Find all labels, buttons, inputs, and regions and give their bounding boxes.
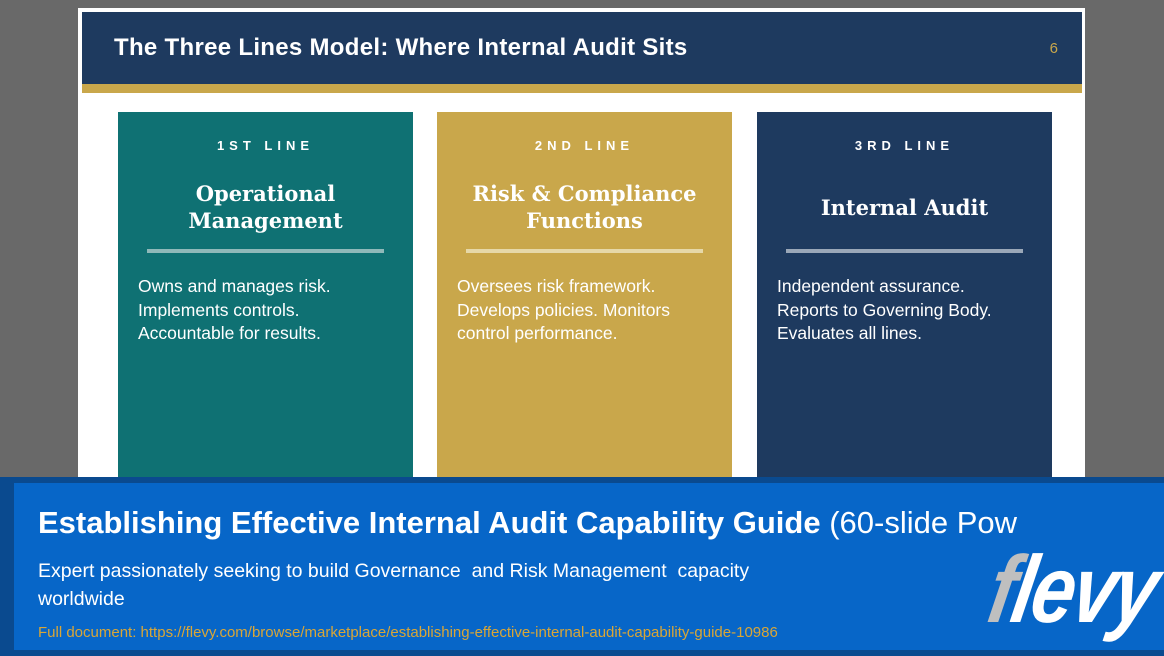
column-second-line: 2ND LINE Risk & Compliance Functions Ove… <box>437 112 732 478</box>
flevy-logo: flevy <box>981 537 1164 643</box>
page-number: 6 <box>1049 39 1058 57</box>
column-first-line: 1ST LINE Operational Management Owns and… <box>118 112 413 478</box>
slide-preview: The Three Lines Model: Where Internal Au… <box>78 8 1085 478</box>
document-title: Establishing Effective Internal Audit Ca… <box>38 503 1017 543</box>
column-third-line-body: Independent assurance. Reports to Govern… <box>777 276 992 343</box>
column-first-line-divider <box>147 249 384 253</box>
column-second-line-label: 2ND LINE <box>534 138 635 153</box>
author-subtitle: Expert passionately seeking to build Gov… <box>38 560 750 610</box>
column-third-line-label: 3RD LINE <box>854 138 955 153</box>
column-second-line-heading: Risk & Compliance Functions <box>472 181 697 233</box>
column-third-line-heading: Internal Audit <box>820 194 989 220</box>
document-title-suffix: (60-slide Pow <box>820 505 1018 540</box>
column-first-line-heading: Operational Management <box>188 181 343 233</box>
column-second-line-body: Oversees risk framework. Develops polici… <box>457 276 671 343</box>
column-first-line-label: 1ST LINE <box>216 138 315 153</box>
slide-title: The Three Lines Model: Where Internal Au… <box>114 34 688 61</box>
column-third-line-divider <box>786 249 1023 253</box>
slide-header: The Three Lines Model: Where Internal Au… <box>82 12 1082 84</box>
marketplace-banner: Establishing Effective Internal Audit Ca… <box>0 477 1164 656</box>
column-third-line: 3RD LINE Internal Audit Independent assu… <box>757 112 1052 478</box>
column-second-line-divider <box>466 249 703 253</box>
column-first-line-body: Owns and manages risk. Implements contro… <box>138 276 331 343</box>
header-accent-bar <box>82 84 1082 93</box>
full-document-link[interactable]: Full document: https://flevy.com/browse/… <box>38 624 778 641</box>
document-title-bold: Establishing Effective Internal Audit Ca… <box>38 505 821 540</box>
flevy-logo-levy: levy <box>1004 537 1164 643</box>
